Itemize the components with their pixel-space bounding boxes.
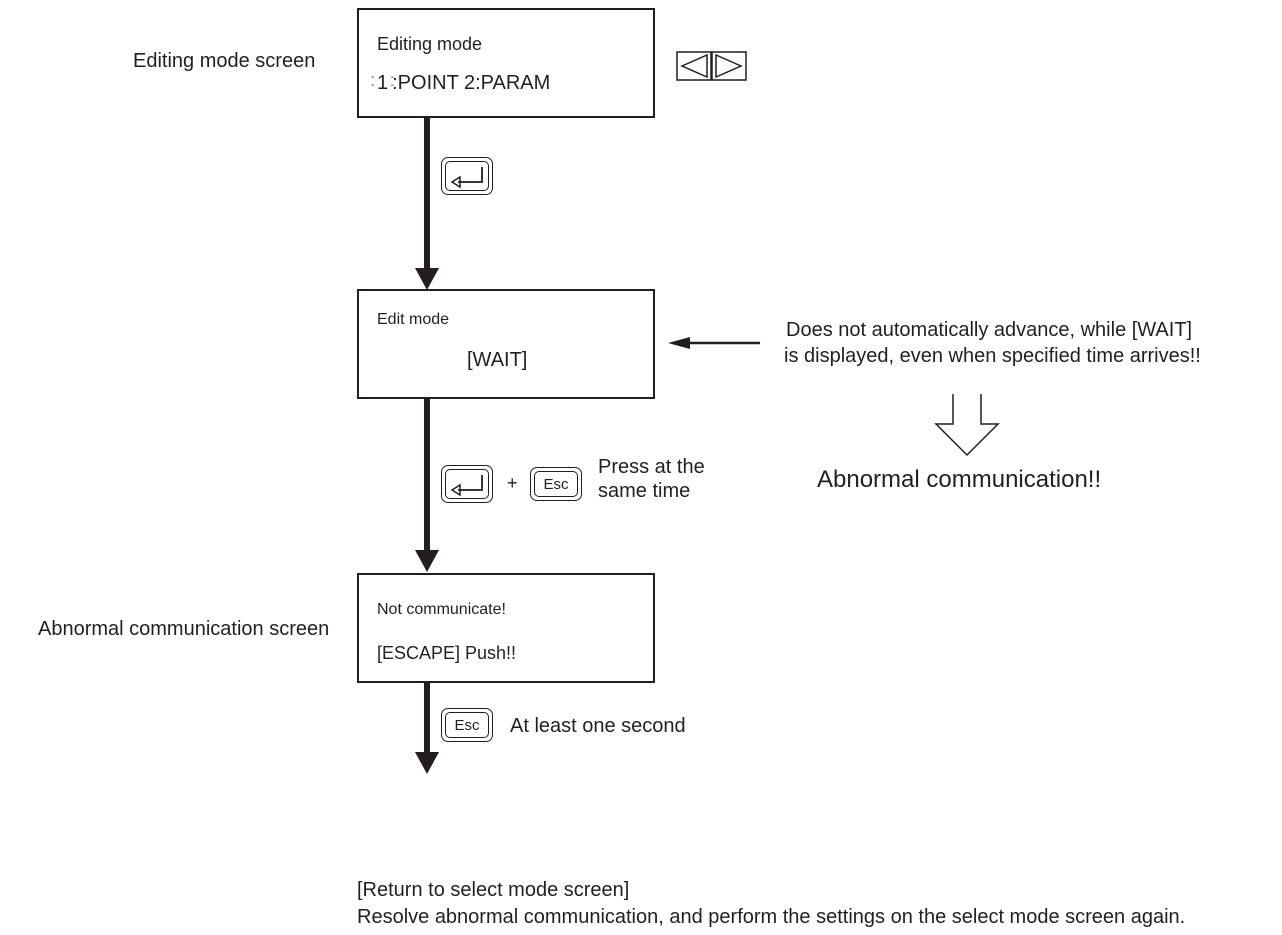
return-note-line-2: Resolve abnormal communication, and perf… [357, 906, 1186, 928]
edit-mode-display: Edit mode [WAIT] [357, 289, 655, 399]
editing-mode-screen-label: Editing mode screen [133, 50, 316, 72]
esc-key-combo: Esc [530, 467, 582, 501]
blink-marks-right-icon: -- [390, 72, 395, 91]
flow-arrowhead-1 [415, 268, 439, 290]
wait-note-line-2: is displayed, even when specified time a… [784, 345, 1201, 367]
editing-mode-options-text: :POINT 2:PARAM [392, 72, 551, 94]
esc-key-label: Esc [454, 716, 480, 734]
enter-key-combo [441, 465, 493, 503]
wait-indicator: [WAIT] [467, 349, 528, 371]
enter-key [441, 157, 493, 195]
hollow-down-arrow [934, 394, 1000, 457]
escape-push-message: [ESCAPE] Push!! [377, 643, 517, 663]
blinking-cursor: -- 1 -- [371, 72, 394, 95]
left-right-keys [676, 51, 747, 81]
editing-mode-options: -- 1 -- :POINT 2:PARAM [371, 72, 551, 95]
editing-mode-title: Editing mode [377, 34, 483, 54]
wait-note-line-1: Does not automatically advance, while [W… [786, 319, 1193, 341]
flow-arrowhead-3 [415, 752, 439, 774]
abnormal-communication-result: Abnormal communication!! [817, 466, 1102, 493]
wait-pointer-head [668, 337, 690, 349]
return-note-line-1: [Return to select mode screen] [357, 879, 630, 901]
esc-key-label: Esc [543, 475, 569, 493]
not-communicate-message: Not communicate! [377, 601, 506, 618]
esc-key: Esc [441, 708, 493, 742]
edit-mode-title: Edit mode [377, 311, 450, 328]
abnormal-communication-screen-label: Abnormal communication screen [38, 618, 330, 640]
flow-arrowhead-2 [415, 550, 439, 572]
blink-marks-left-icon: -- [371, 72, 375, 91]
left-key-arrow-icon [680, 53, 708, 79]
abnormal-communication-display: Not communicate! [ESCAPE] Push!! [357, 573, 655, 683]
cursor-digit: 1 [377, 72, 389, 94]
enter-arrow-icon [450, 475, 483, 497]
esc-hold-note: At least one second [510, 715, 686, 737]
press-note-line-2: same time [598, 480, 691, 502]
plus-sign: + [507, 473, 518, 493]
press-note-line-1: Press at the [598, 456, 705, 478]
right-key-arrow-icon [715, 53, 743, 79]
enter-arrow-icon [450, 167, 483, 189]
editing-mode-display: Editing mode -- 1 -- :POINT 2:PARAM [357, 8, 655, 118]
